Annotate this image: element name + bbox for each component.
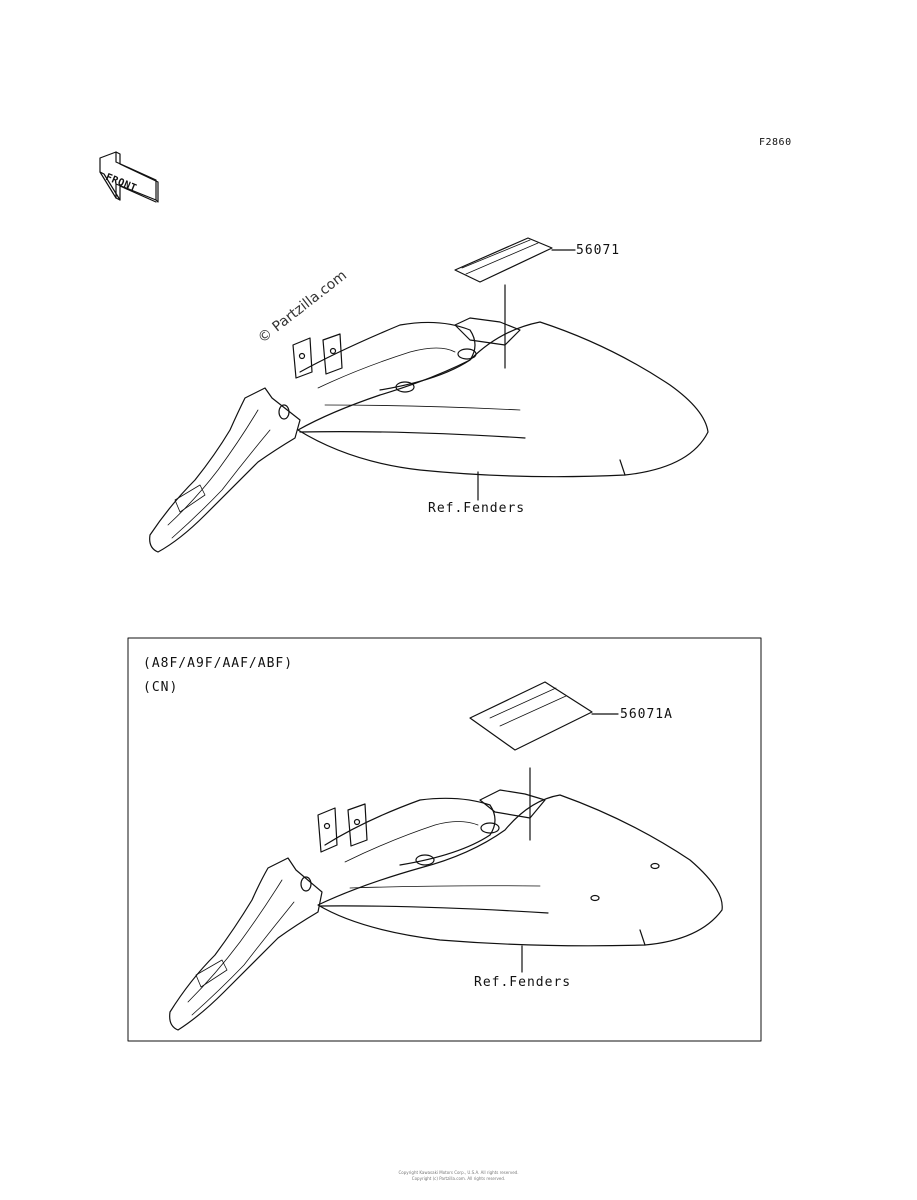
variant-box xyxy=(127,637,762,1042)
front-arrow-icon xyxy=(99,151,159,203)
bottom-fender-drawing xyxy=(169,681,723,1031)
top-fender-drawing xyxy=(149,237,709,553)
copyright-line-2: Copyright (c) Partzilla.com. All rights … xyxy=(411,1176,506,1181)
part-number-56071a[interactable]: 56071A xyxy=(620,707,673,722)
copyright-line-1: Copyright Kawasaki Motors Corp., U.S.A. … xyxy=(398,1170,519,1175)
region-label: (CN) xyxy=(143,680,179,695)
ref-fenders-label-top[interactable]: Ref.Fenders xyxy=(428,501,526,516)
part-number-56071[interactable]: 56071 xyxy=(576,243,621,258)
ref-fenders-label-bottom[interactable]: Ref.Fenders xyxy=(474,975,572,990)
model-variants-label: (A8F/A9F/AAF/ABF) xyxy=(143,656,294,671)
decal-56071a xyxy=(469,681,593,751)
front-direction-indicator: FRONT xyxy=(104,166,160,196)
front-label: FRONT xyxy=(103,172,139,195)
figure-code: F2860 xyxy=(759,137,792,148)
decal-56071 xyxy=(454,237,553,283)
